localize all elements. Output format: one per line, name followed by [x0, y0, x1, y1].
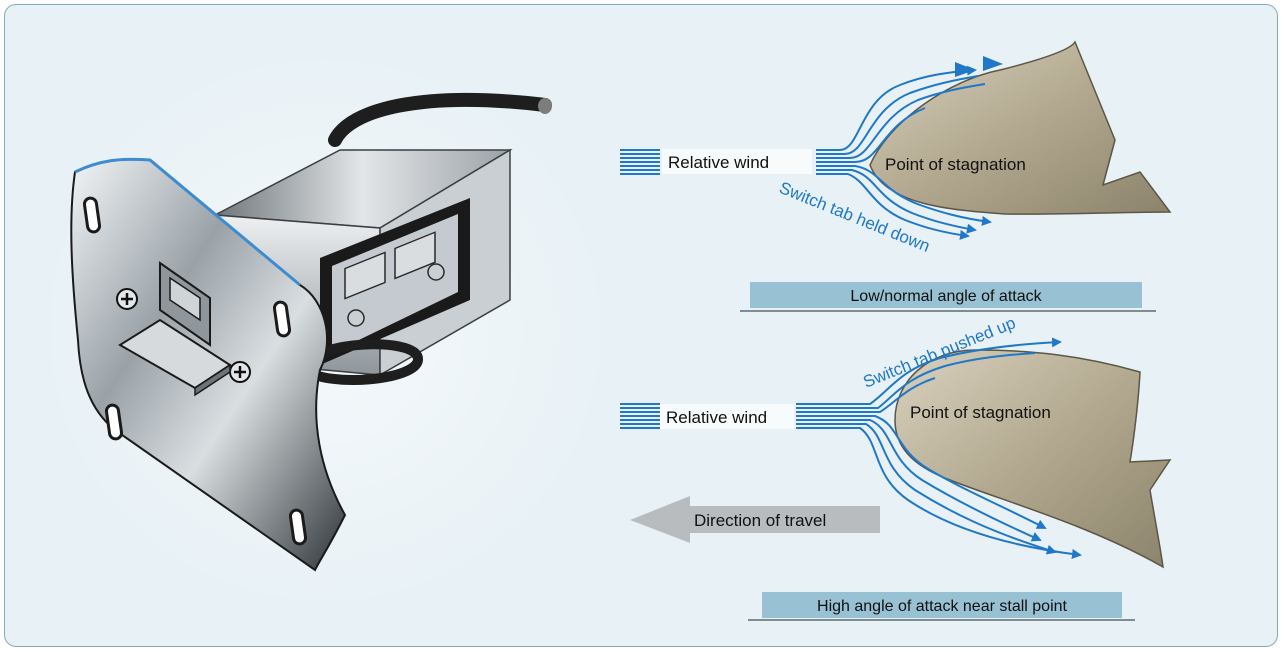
- terminal-1: [344, 251, 386, 300]
- airflow-lines: [620, 65, 992, 240]
- high-aoa-diagram: Relative wind Point of stagnation Switch…: [620, 313, 1172, 621]
- low-aoa-diagram: Relative wind Point of stagnation Switch…: [620, 40, 1172, 312]
- mount-slot-1: [82, 196, 102, 234]
- direction-of-travel-label: Direction of travel: [694, 511, 826, 530]
- screw-2: [229, 361, 251, 383]
- cable: [328, 92, 552, 147]
- relative-wind-label-bg-top: [662, 149, 812, 174]
- caption-low-aoa: Low/normal angle of attack: [850, 288, 1042, 305]
- stagnation-label-top: Point of stagnation: [885, 155, 1026, 174]
- screw-1: [116, 288, 138, 310]
- plate-edge-highlight: [74, 157, 301, 287]
- cable-end: [538, 98, 552, 114]
- terminal-screw-2: [427, 263, 445, 281]
- wing-section: [894, 349, 1172, 569]
- relative-wind-label-top-text: Relative wind: [668, 153, 769, 172]
- relative-wind-label-bottom: Relative wind: [666, 408, 767, 427]
- caption-bar-low-aoa: [750, 282, 1142, 308]
- direction-of-travel-arrow: [630, 496, 880, 543]
- mount-slot-4: [288, 508, 308, 546]
- stall-warning-switch-illustration: [30, 40, 620, 620]
- airflow-lines: [620, 337, 1082, 559]
- terminal-screw-1: [347, 309, 365, 327]
- switch-tab-edge: [194, 363, 231, 397]
- relative-wind-label-bg-bottom: [660, 404, 794, 429]
- wire-loop: [302, 339, 423, 385]
- top-flow-arrowheads: [955, 56, 1003, 77]
- terminal-2: [394, 231, 436, 280]
- stagnation-label-bottom: Point of stagnation: [910, 403, 1051, 422]
- mount-slot-3: [104, 403, 124, 441]
- caption-bar-high-aoa: [762, 592, 1122, 618]
- mount-slot-2: [272, 300, 292, 338]
- switch-tab-face: [169, 276, 201, 322]
- caption-high-aoa: High angle of attack near stall point: [817, 598, 1067, 615]
- wing-section: [869, 40, 1172, 215]
